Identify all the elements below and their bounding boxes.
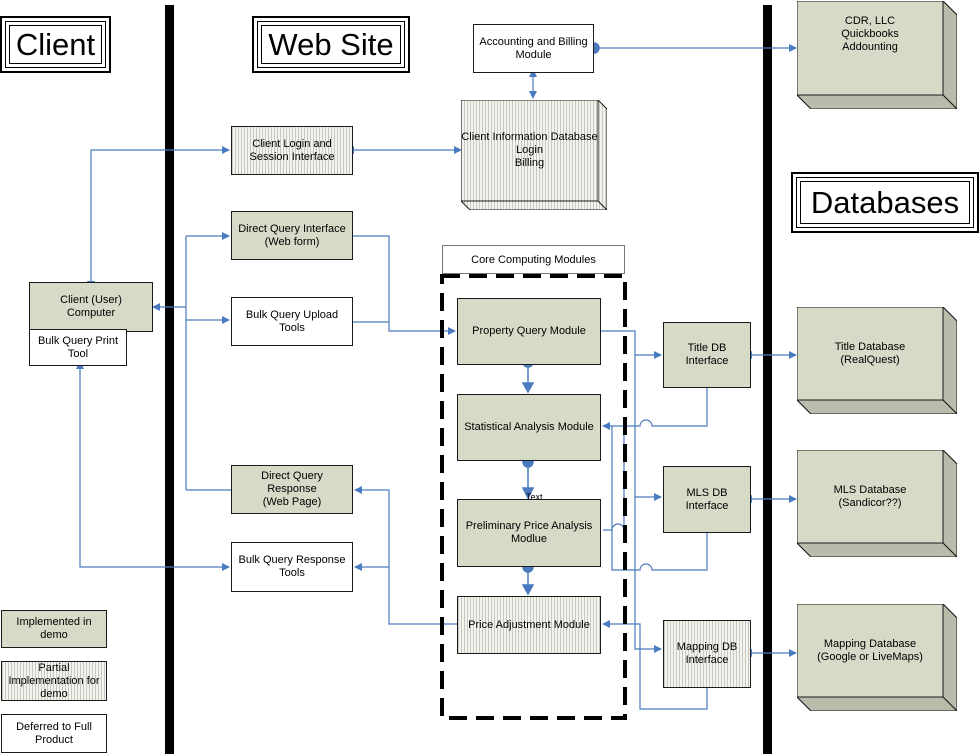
bulk-print-label: Bulk Query Print Tool [37, 334, 119, 360]
mapping-iface-label: Mapping DB Interface [676, 641, 738, 666]
client-login-box: Client Login and Session Interface [231, 126, 353, 175]
preliminary-box: Preliminary Price Analysis Modlue [457, 499, 601, 567]
lane-divider-web-db [763, 5, 772, 754]
connector-property-title [601, 330, 662, 359]
connector-mls-preliminary [611, 426, 708, 571]
title-iface-box: Title DB Interface [663, 322, 751, 388]
price-adjust-label: Price Adjustment Module [468, 618, 590, 631]
legend-partial-label: Partial Implementation for demo [8, 661, 100, 700]
mls-iface-label: MLS DB Interface [685, 486, 729, 512]
legend-implemented: Implemented in demo [1, 610, 107, 648]
legend-implemented-label: Implemented in demo [16, 616, 92, 641]
mls-db-label: MLS Database (Sandicor??) [833, 483, 907, 509]
title-client-text: Client [15, 26, 96, 62]
direct-response-label: Direct Query Response (Web Page) [261, 470, 323, 508]
client-info-db-cube: Client Information Database Login Billin… [461, 100, 607, 210]
core-modules-label-text: Core Computing Modules [471, 253, 596, 266]
mapping-db-cube: Mapping Database (Google or LiveMaps) [797, 604, 957, 711]
core-boundary [440, 274, 627, 720]
bulk-response-label: Bulk Query Response Tools [238, 554, 346, 579]
connector-print-response [76, 361, 230, 571]
client-login-label: Client Login and Session Interface [249, 137, 335, 163]
title-iface-label: Title DB Interface [685, 342, 729, 367]
accounting-box: Accounting and Billing Module [473, 24, 594, 73]
direct-response-box: Direct Query Response (Web Page) [231, 465, 353, 514]
connector-mapping-adjust [602, 620, 708, 710]
flow-arrowhead-preliminary [521, 487, 535, 500]
stray-text: Text [526, 492, 543, 502]
connector-aux-preliminary [603, 426, 625, 531]
bulk-response-box: Bulk Query Response Tools [231, 542, 353, 592]
connector-property-mapping [634, 497, 662, 653]
statistical-label: Statistical Analysis Module [464, 421, 594, 433]
price-adjust-box: Price Adjustment Module [457, 596, 601, 654]
mapping-iface-box: Mapping DB Interface [663, 620, 751, 688]
mapping-db-label: Mapping Database (Google or LiveMaps) [817, 637, 923, 663]
title-db-cube: Title Database (RealQuest) [797, 307, 957, 414]
bulk-print-box: Bulk Query Print Tool [29, 329, 127, 366]
flow-arrowhead-adjust [521, 584, 535, 596]
connector-direct-property [352, 235, 456, 335]
property-query-label: Property Query Module [472, 325, 586, 337]
cdr-cube-shape [797, 1, 957, 109]
legend-deferred-label: Deferred to Full Product [16, 720, 92, 746]
direct-query-label: Direct Query Interface (Web form) [238, 222, 346, 248]
client-info-db-shape [461, 100, 607, 210]
core-modules-label: Core Computing Modules [442, 245, 625, 274]
mapping-db-cube-shape [797, 604, 957, 711]
mls-db-cube-shape [797, 450, 957, 557]
bulk-upload-box: Bulk Query Upload Tools [231, 297, 353, 346]
title-website-text: Web Site [268, 26, 394, 62]
client-info-db-label: Client Information Database Login Billin… [461, 131, 598, 169]
title-client: Client [0, 16, 111, 73]
title-db-label: Title Database (RealQuest) [834, 340, 906, 366]
direct-query-box: Direct Query Interface (Web form) [231, 211, 353, 260]
legend-deferred: Deferred to Full Product [1, 714, 107, 753]
legend-partial: Partial Implementation for demo [1, 661, 107, 701]
mls-db-cube: MLS Database (Sandicor??) [797, 450, 957, 557]
title-db-cube-shape [797, 307, 957, 414]
client-computer-box: Client (User) Computer [29, 282, 153, 332]
connector-title-statistical [602, 388, 708, 430]
client-computer-label: Client (User) Computer [60, 294, 122, 319]
mls-iface-box: MLS DB Interface [663, 466, 751, 533]
statistical-box: Statistical Analysis Module [457, 394, 601, 461]
preliminary-label: Preliminary Price Analysis Modlue [465, 520, 593, 545]
property-query-box: Property Query Module [457, 298, 601, 365]
title-databases: Databases [791, 172, 979, 233]
lane-divider-client-web [165, 5, 174, 754]
cdr-cube: CDR, LLC Quickbooks Addounting [797, 1, 957, 109]
title-website: Web Site [252, 16, 410, 73]
accounting-label: Accounting and Billing Module [479, 35, 588, 61]
title-databases-text: Databases [810, 184, 960, 220]
bulk-upload-label: Bulk Query Upload Tools [245, 308, 339, 334]
connector-client-login [87, 146, 230, 289]
cdr-label: CDR, LLC Quickbooks Addounting [841, 15, 899, 53]
flow-arrowhead-statistical [521, 382, 535, 394]
connector-adjust-responses [354, 486, 457, 625]
